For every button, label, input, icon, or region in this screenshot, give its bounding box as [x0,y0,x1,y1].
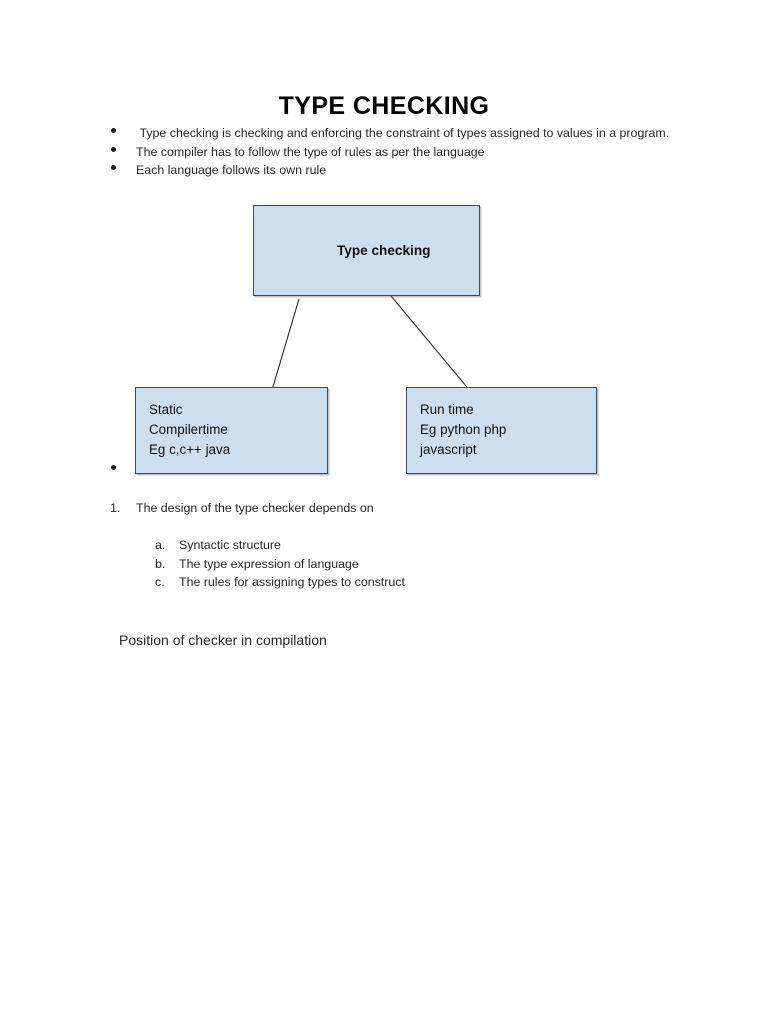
connector-root-to-runtime [390,295,472,393]
diagram-node-static: Static Compilertime Eg c,c++ java [135,387,328,474]
connector-root-to-static [271,298,300,391]
design-sub-list: a. Syntactic structure b. The type expre… [155,536,635,592]
diagram-node-label: Type checking [337,243,431,258]
list-item-text: The design of the type checker depends o… [136,501,374,515]
diagram-node-line: Eg c,c++ java [149,442,231,457]
intro-bullet-list: Type checking is checking and enforcing … [108,124,688,180]
list-item: 1. The design of the type checker depend… [108,499,668,517]
diagram-node-type-checking: Type checking [253,205,480,296]
list-marker: 1. [110,501,121,515]
type-checking-diagram: Type checking Static Compilertime Eg c,c… [0,0,768,500]
list-item-text: Syntactic structure [179,538,281,552]
list-item: Type checking is checking and enforcing … [108,124,688,143]
list-item-text: The rules for assigning types to constru… [179,575,405,589]
list-item: Each language follows its own rule [108,161,688,180]
bullet-text: The compiler has to follow the type of r… [136,144,485,159]
bullet-dot-icon [111,165,116,171]
diagram-node-line: Static [149,402,183,417]
design-ordered-list: 1. The design of the type checker depend… [108,499,668,517]
list-item-text: The type expression of language [179,556,359,571]
list-item: a. Syntactic structure [155,536,635,555]
list-item: b. The type expression of language [155,555,635,574]
bullet-dot-icon [111,146,116,152]
section-caption: Position of checker in compilation [119,632,327,648]
empty-bullet-dot-icon [111,465,116,470]
diagram-node-runtime: Run time Eg python php javascript [406,387,597,474]
list-item: The compiler has to follow the type of r… [108,143,688,162]
list-item: c. The rules for assigning types to cons… [155,573,635,592]
bullet-text: Each language follows its own rule [136,163,327,178]
bullet-text: Type checking is checking and enforcing … [136,126,670,140]
diagram-node-line: javascript [420,442,477,457]
page-title: TYPE CHECKING [278,92,490,120]
diagram-node-line: Run time [420,402,474,417]
list-marker: a. [155,538,166,552]
list-marker: b. [155,556,166,571]
bullet-dot-icon [111,128,116,133]
diagram-node-line: Eg python php [420,422,507,437]
diagram-node-lines: Run time Eg python php javascript [420,400,506,460]
diagram-node-line: Compilertime [149,422,228,437]
list-marker: c. [155,575,165,589]
diagram-node-lines: Static Compilertime Eg c,c++ java [149,400,230,460]
